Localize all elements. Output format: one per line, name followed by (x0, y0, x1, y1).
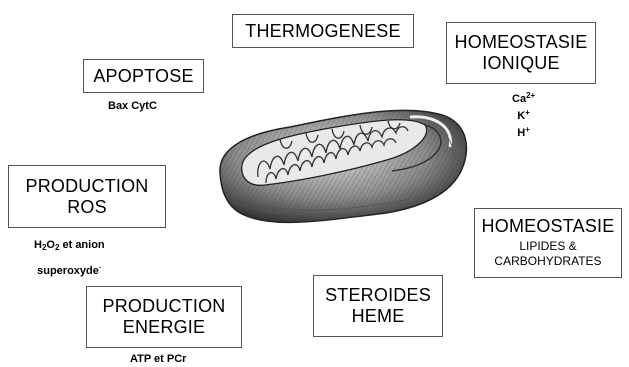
steroides-line1: STEROIDES (325, 285, 431, 306)
apoptose-label: APOPTOSE (93, 66, 193, 87)
homeostasie-lipides-line1: HOMEOSTASIE (482, 216, 615, 237)
thermogenese-label: THERMOGENESE (245, 21, 400, 42)
homeostasie-lipides-line2: LIPIDES & (519, 239, 576, 255)
steroides-box: STEROIDES HEME (313, 275, 443, 337)
steroides-line2: HEME (352, 306, 405, 327)
homeostasie-ionique-line1: HOMEOSTASIE (455, 32, 588, 53)
production-energie-line1: PRODUCTION (103, 296, 226, 317)
homeostasie-lipides-box: HOMEOSTASIE LIPIDES & CARBOHYDRATES (474, 208, 622, 278)
thermogenese-box: THERMOGENESE (232, 14, 414, 48)
homeostasie-ionique-box: HOMEOSTASIE IONIQUE (446, 22, 596, 84)
apoptose-caption: Bax CytC (108, 100, 157, 112)
production-energie-line2: ENERGIE (123, 317, 205, 338)
ros-caption: H2O2 et anion superoxyde· (34, 235, 105, 281)
energie-caption: ATP et PCr (130, 353, 186, 365)
production-ros-line2: ROS (67, 197, 107, 218)
production-ros-box: PRODUCTION ROS (8, 165, 166, 228)
apoptose-box: APOPTOSE (83, 59, 204, 93)
production-energie-box: PRODUCTION ENERGIE (86, 286, 242, 348)
ions-caption: Ca2+ K+ H+ (512, 89, 535, 140)
homeostasie-lipides-line3: CARBOHYDRATES (494, 254, 601, 270)
homeostasie-ionique-line2: IONIQUE (482, 53, 559, 74)
production-ros-line1: PRODUCTION (26, 176, 149, 197)
mitochondrion-icon (210, 95, 470, 235)
